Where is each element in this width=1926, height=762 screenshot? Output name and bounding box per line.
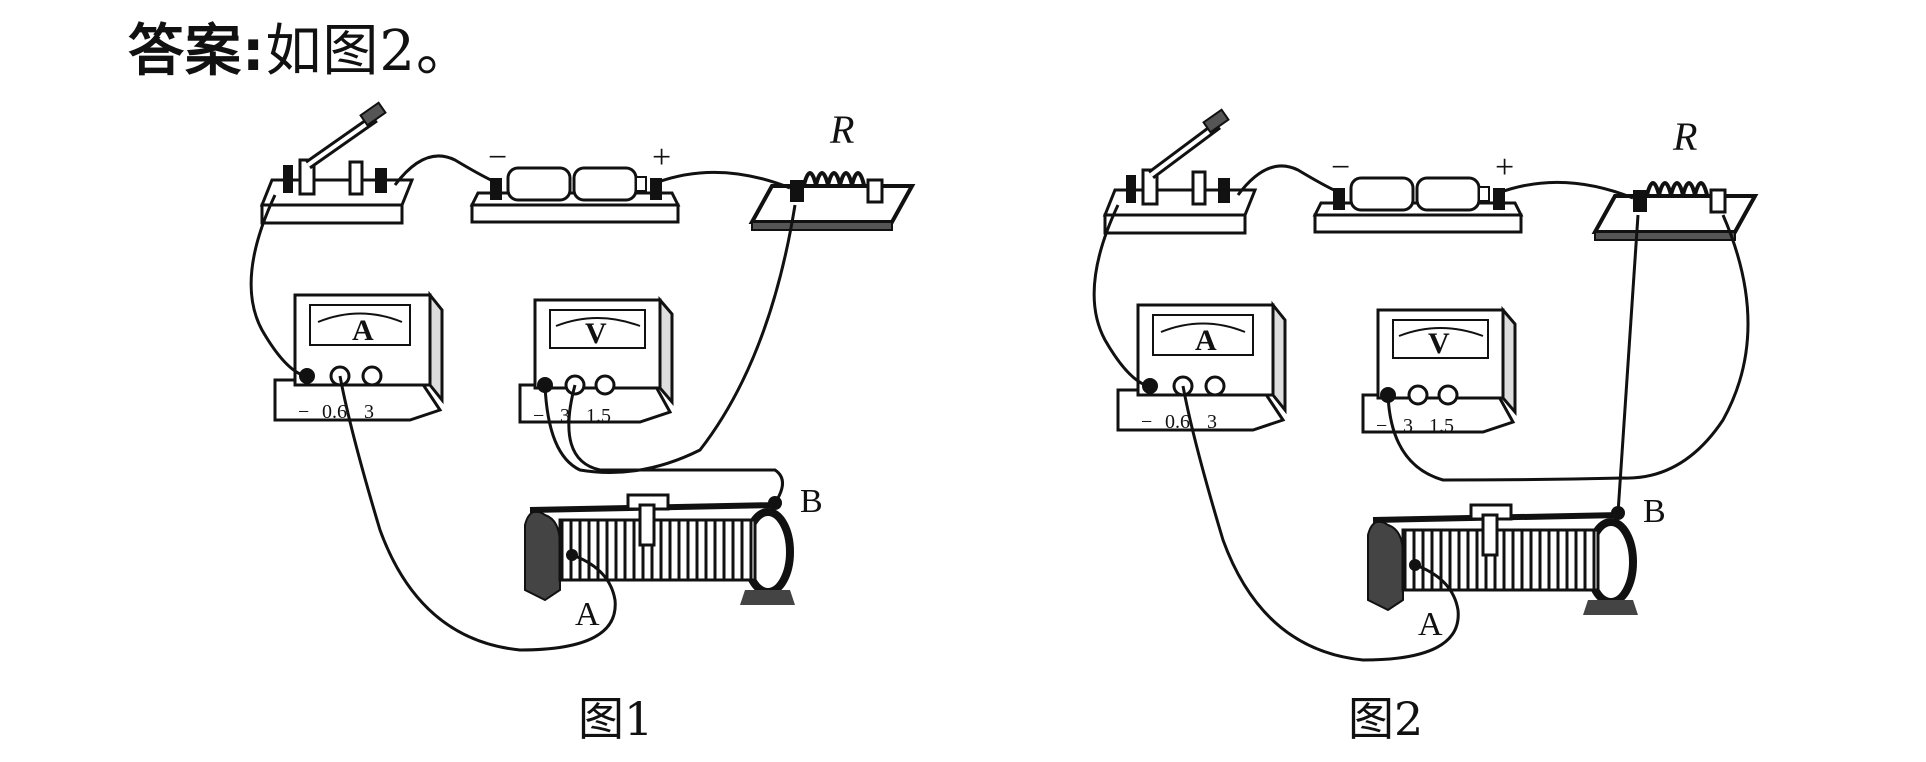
battery-minus-label: − [488,139,507,176]
ammeter: A − 0.6 3 [1116,300,1287,433]
ammeter-terminal-neg: − [1141,411,1152,433]
rheostat: B A [1367,493,1666,643]
ammeter-terminal-3: 3 [1207,411,1217,433]
resistor-label: R [1672,114,1697,159]
rheostat-terminal-b: B [1643,493,1666,530]
wires [249,154,797,652]
resistor-label: R [829,107,854,152]
battery-plus-label: + [652,139,671,176]
battery-minus-label: − [1331,149,1350,186]
ammeter-terminal-0.6: 0.6 [322,401,347,423]
battery-plus-label: + [1495,149,1514,186]
figure-caption: 图1 [578,692,653,746]
ammeter-terminal-0.6: 0.6 [1165,411,1190,433]
voltmeter: V − 3 1.5 [518,295,674,427]
figure-1: − + R A − 0.6 3 [249,101,916,746]
voltmeter-terminal-3: 3 [1403,415,1413,437]
ammeter-symbol: A [352,314,374,347]
voltmeter-terminal-1.5: 1.5 [586,405,611,427]
ammeter-terminal-3: 3 [364,401,374,423]
answer-text: 如图2。 [265,19,474,84]
figure-caption: 图2 [1348,692,1423,746]
answer-label: 答案 [128,19,242,84]
voltmeter-terminal-neg: − [1376,415,1387,437]
voltmeter-symbol: V [1428,327,1450,360]
battery: − + [469,139,681,224]
answer-colon: : [242,19,266,84]
rheostat: B A [524,483,823,633]
answer-line: 答案:如图2。 [128,6,473,87]
knife-switch [259,101,415,225]
voltmeter-terminal-1.5: 1.5 [1429,415,1454,437]
voltmeter-terminal-neg: − [533,405,544,427]
voltmeter-symbol: V [585,317,607,350]
resistor-r: R [1591,114,1759,241]
wires [1092,164,1750,662]
ammeter: A − 0.6 3 [273,290,444,423]
rheostat-terminal-a: A [1418,606,1443,643]
voltmeter: V − 3 1.5 [1361,305,1517,437]
knife-switch [1102,108,1258,235]
ammeter-terminal-neg: − [298,401,309,423]
ammeter-symbol: A [1195,324,1217,357]
resistor-r: R [748,107,916,231]
figure-2: − + R A − 0.6 3 [1092,108,1759,746]
rheostat-terminal-b: B [800,483,823,520]
voltmeter-terminal-3: 3 [560,405,570,427]
battery: − + [1312,149,1524,234]
rheostat-terminal-a: A [575,596,600,633]
